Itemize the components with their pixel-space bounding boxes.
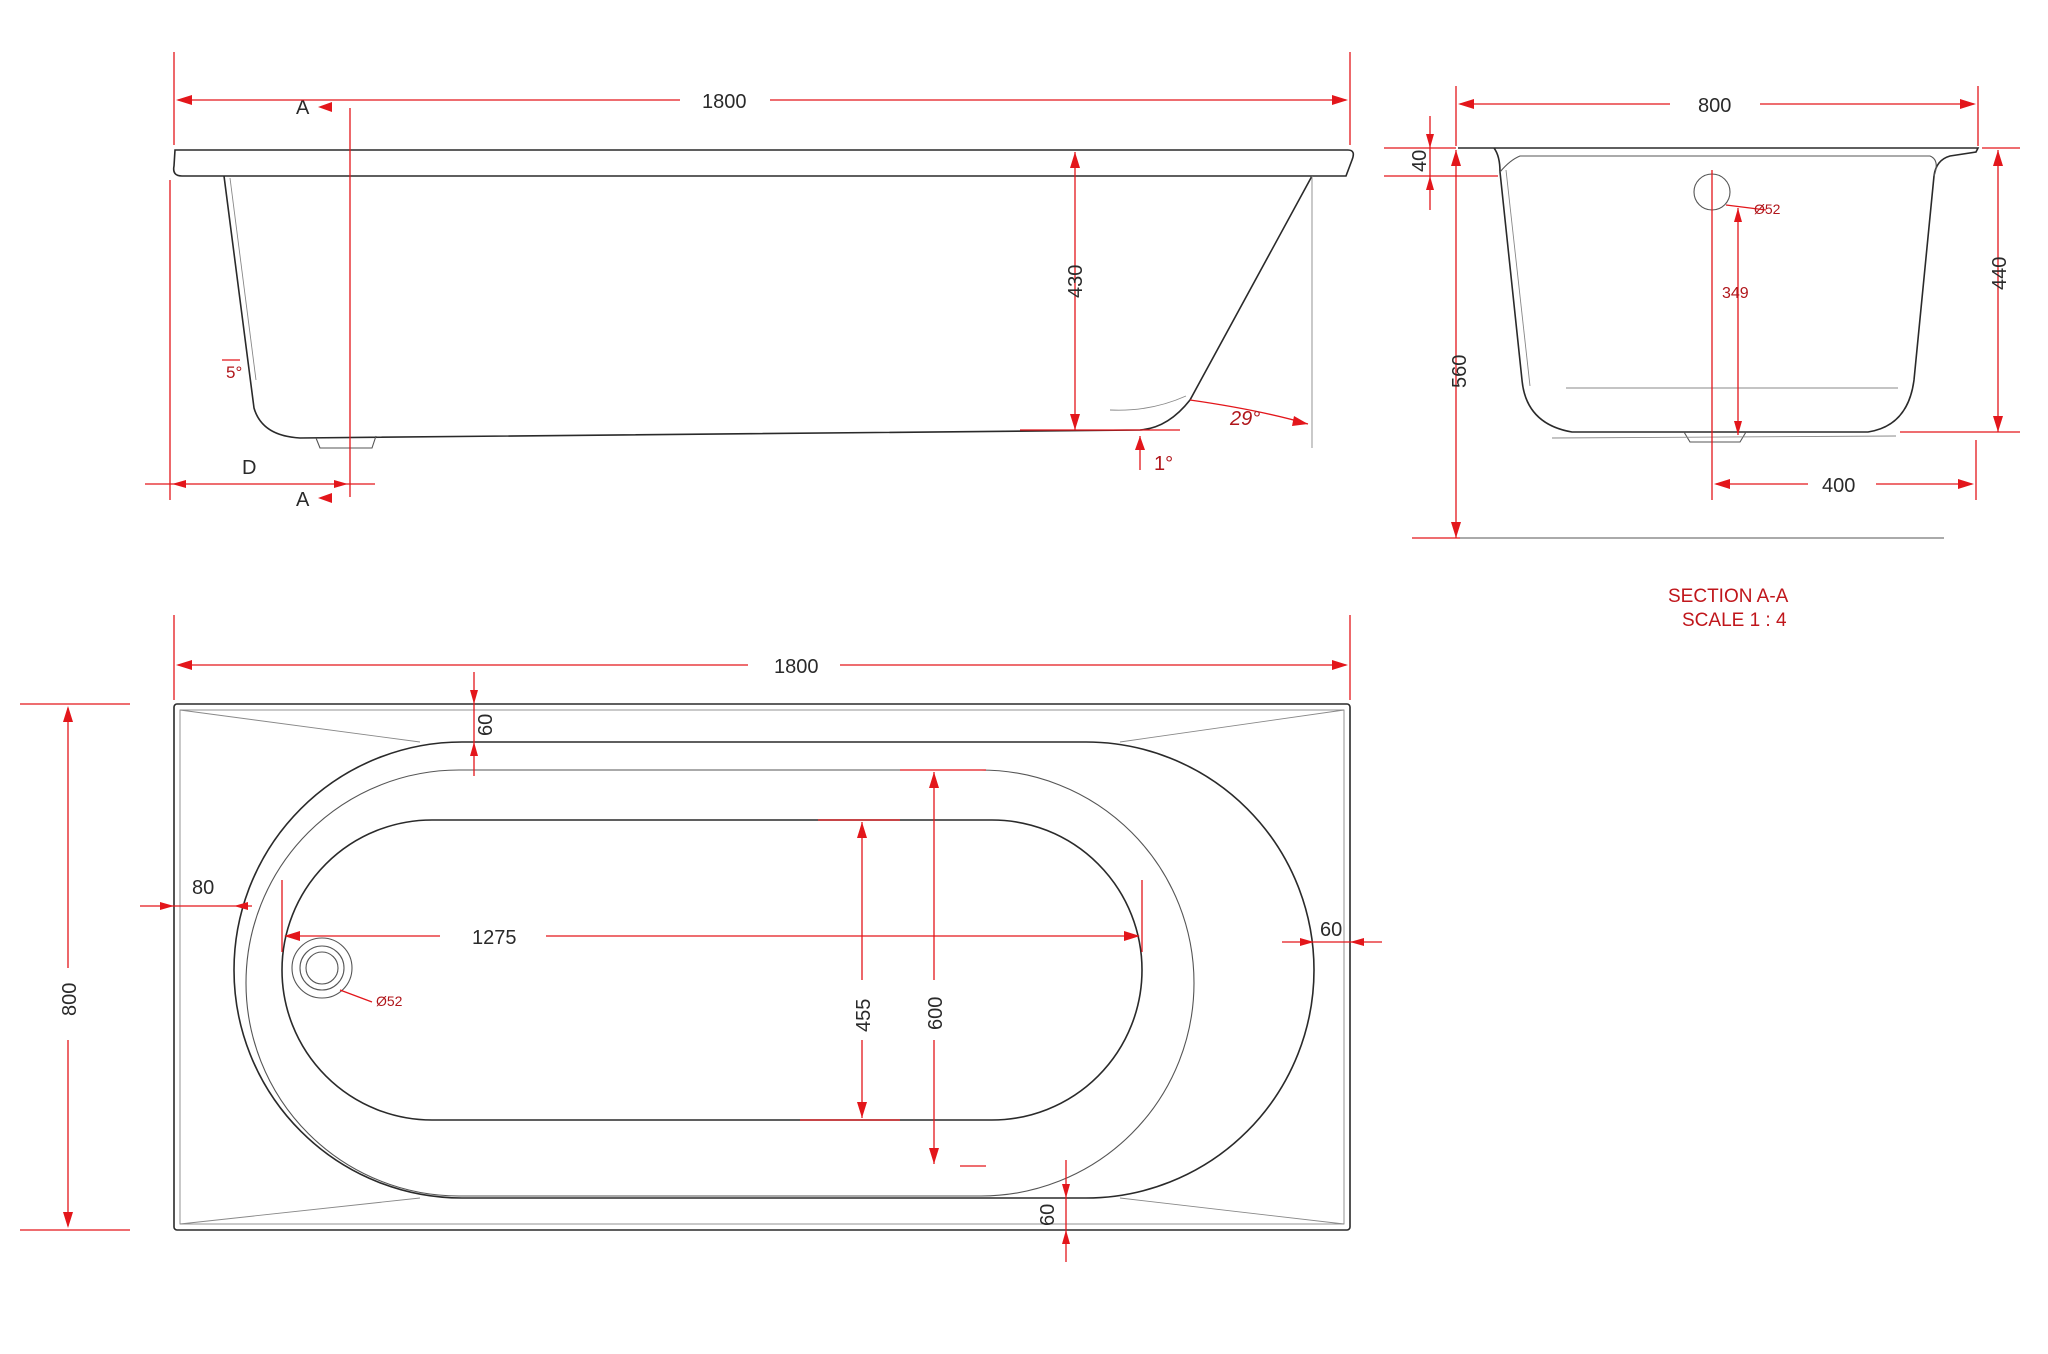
inner-height-label: 440	[1989, 257, 2011, 290]
overall-height-label: 560	[1449, 355, 1471, 388]
section-mark-top: A	[296, 97, 310, 119]
waste-offset-label: 400	[1822, 475, 1855, 497]
section-arrow-top	[318, 102, 332, 112]
d-label: D	[242, 457, 256, 479]
side-body-outline	[223, 175, 1313, 439]
section-outline	[1458, 147, 1980, 433]
section-arrow-bottom	[318, 493, 332, 503]
plan-bowl-outer	[233, 741, 1315, 1199]
plan-view: Ø52 1800 800 60 60 80 60	[20, 615, 1382, 1262]
section-title: SECTION A-A	[1668, 586, 1789, 607]
plan-waste-outer	[291, 937, 353, 999]
rim-right-label: 60	[1320, 919, 1342, 941]
section-waste-dia: Ø52	[1754, 201, 1781, 217]
side-length-label: 1800	[702, 91, 747, 113]
rim-height-label: 40	[1409, 150, 1431, 172]
rim-left-label: 80	[192, 877, 214, 899]
plan-bowl-mid	[245, 769, 1195, 1197]
inner-width-label: 455	[853, 999, 875, 1032]
section-a-a: Ø52 349 800 40 560 440	[1384, 86, 2020, 631]
plan-bowl-floor	[281, 819, 1143, 1121]
rim-top-label: 60	[475, 714, 497, 736]
plan-length-label: 1800	[774, 656, 819, 678]
side-height-label: 430	[1065, 265, 1087, 298]
end-angle-label: 29°	[1229, 408, 1260, 430]
plan-width-label: 800	[59, 983, 81, 1016]
section-scale: SCALE 1 : 4	[1682, 610, 1787, 631]
side-elevation: A A 1800 430 29° 1° 5° D	[145, 52, 1355, 511]
plan-waste-dia: Ø52	[376, 993, 403, 1009]
outer-width-label: 600	[925, 997, 947, 1030]
section-width-label: 800	[1698, 95, 1731, 117]
floor-angle-label: 1°	[1154, 453, 1173, 475]
wall-angle-label: 5°	[226, 363, 242, 382]
rim-bottom-label: 60	[1037, 1204, 1059, 1226]
side-rim-outline	[172, 149, 1355, 177]
plan-outer-rim	[173, 703, 1351, 1231]
section-mark-bottom: A	[296, 489, 310, 511]
waste-height-label: 349	[1722, 285, 1749, 302]
inner-length-label: 1275	[472, 927, 517, 949]
